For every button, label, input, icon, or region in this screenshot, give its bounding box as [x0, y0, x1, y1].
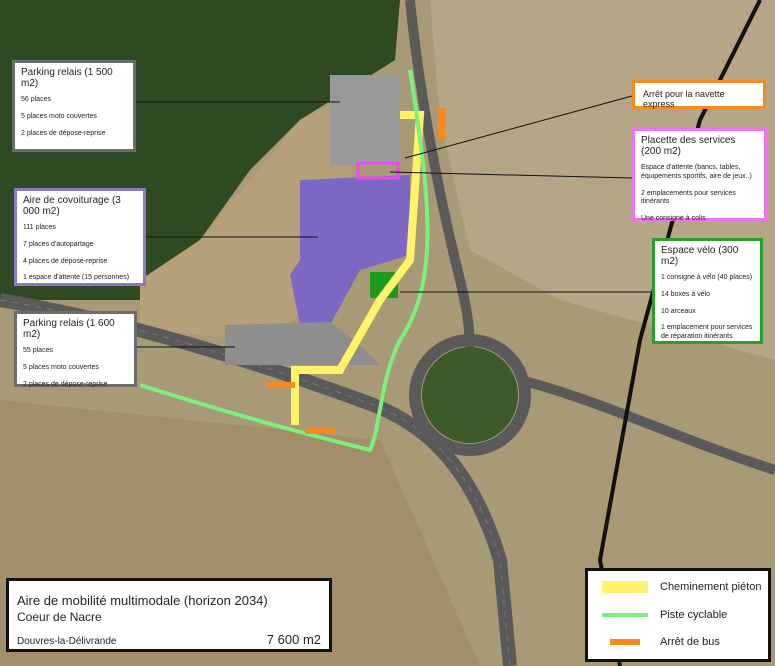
- callout-covoiturage: Aire de covoiturage (3 000 m2) 111 place…: [14, 188, 146, 286]
- callout-title: Parking relais (1 600 m2): [23, 318, 115, 340]
- legend-item: Arrêt de bus: [602, 636, 720, 648]
- callout-item: 2 places de dépose-reprise: [21, 129, 106, 137]
- roundabout: [409, 334, 531, 456]
- callout-item: 5 places moto couvertes: [23, 363, 99, 371]
- callout-item: 5 places moto couvertes: [21, 112, 97, 120]
- callout-item: 4 places de dépose-reprise: [23, 257, 108, 265]
- legend-label: Piste cyclable: [660, 609, 728, 621]
- title-block: Aire de mobilité multimodale (horizon 20…: [6, 578, 332, 652]
- pedestrian-path: [291, 111, 425, 425]
- legend-item: Cheminement piéton: [602, 581, 762, 593]
- callout-item: 14 boxes à vélo: [661, 290, 711, 298]
- callout-item: 1 consigne à vélo (40 places): [661, 274, 753, 281]
- road-east: [518, 375, 775, 475]
- callout-item: 55 places: [23, 347, 53, 354]
- legend-item: Piste cyclable: [602, 609, 727, 621]
- legend-swatch: [610, 639, 640, 645]
- callout-title: Aire de covoiturage (3 000 m2): [23, 195, 121, 217]
- callout-placette: Placette des services (200 m2) Espace d'…: [632, 128, 767, 222]
- placette: [356, 161, 400, 180]
- legend-label: Cheminement piéton: [660, 581, 762, 593]
- callout-item: 2 places de dépose-reprise: [23, 380, 108, 388]
- callout-item: 2 emplacements pour services itinérants: [641, 189, 736, 206]
- callout-item: Une consigne à colis: [641, 215, 706, 222]
- callout-item: 7 places d'autopartage: [23, 240, 94, 248]
- parking-relais-north: [330, 75, 400, 165]
- callout-title: Arrêt pour la navette express: [643, 89, 725, 109]
- legend: Cheminement piéton Piste cyclable Arrêt …: [585, 568, 771, 662]
- callout-item: 1 emplacement pour services de réparatio…: [661, 324, 753, 340]
- bus-stop: [438, 108, 446, 140]
- map-title: Aire de mobilité multimodale (horizon 20…: [17, 593, 268, 608]
- legend-swatch: [602, 581, 648, 593]
- legend-swatch: [602, 613, 648, 617]
- map-place: Douvres-la-Délivrande: [17, 636, 117, 647]
- leader-lines: [136, 95, 652, 348]
- callout-parking-relais-1: Parking relais (1 500 m2) 56 places 5 pl…: [12, 60, 136, 152]
- bus-stop: [265, 382, 295, 388]
- covoiturage-area: [290, 175, 410, 325]
- map-area: 7 600 m2: [266, 632, 321, 647]
- callout-title: Placette des services (200 m2): [641, 135, 736, 157]
- callout-parking-relais-2: Parking relais (1 600 m2) 55 places 5 pl…: [14, 311, 137, 388]
- roundabout-center: [422, 347, 518, 443]
- parking-relais-south: [225, 322, 380, 365]
- callout-item: 10 arceaux: [661, 307, 696, 315]
- callout-item: 1 espace d'attente (15 personnes): [23, 274, 130, 282]
- callout-velo: Espace vélo (300 m2) 1 consigne à vélo (…: [652, 238, 763, 344]
- callout-title: Parking relais (1 500 m2): [21, 67, 113, 89]
- legend-label: Arrêt de bus: [660, 636, 720, 648]
- road-north: [405, 0, 475, 361]
- callout-item: 111 places: [23, 224, 56, 231]
- bus-stop: [305, 428, 335, 434]
- callout-navette: Arrêt pour la navette express: [632, 80, 766, 109]
- map-subtitle: Coeur de Nacre: [17, 610, 102, 624]
- cycle-path: [139, 69, 430, 453]
- callout-item: 56 places: [21, 96, 51, 103]
- callout-item: Espace d'attente (bancs, tables, équipem…: [641, 164, 752, 180]
- callout-title: Espace vélo (300 m2): [661, 245, 739, 267]
